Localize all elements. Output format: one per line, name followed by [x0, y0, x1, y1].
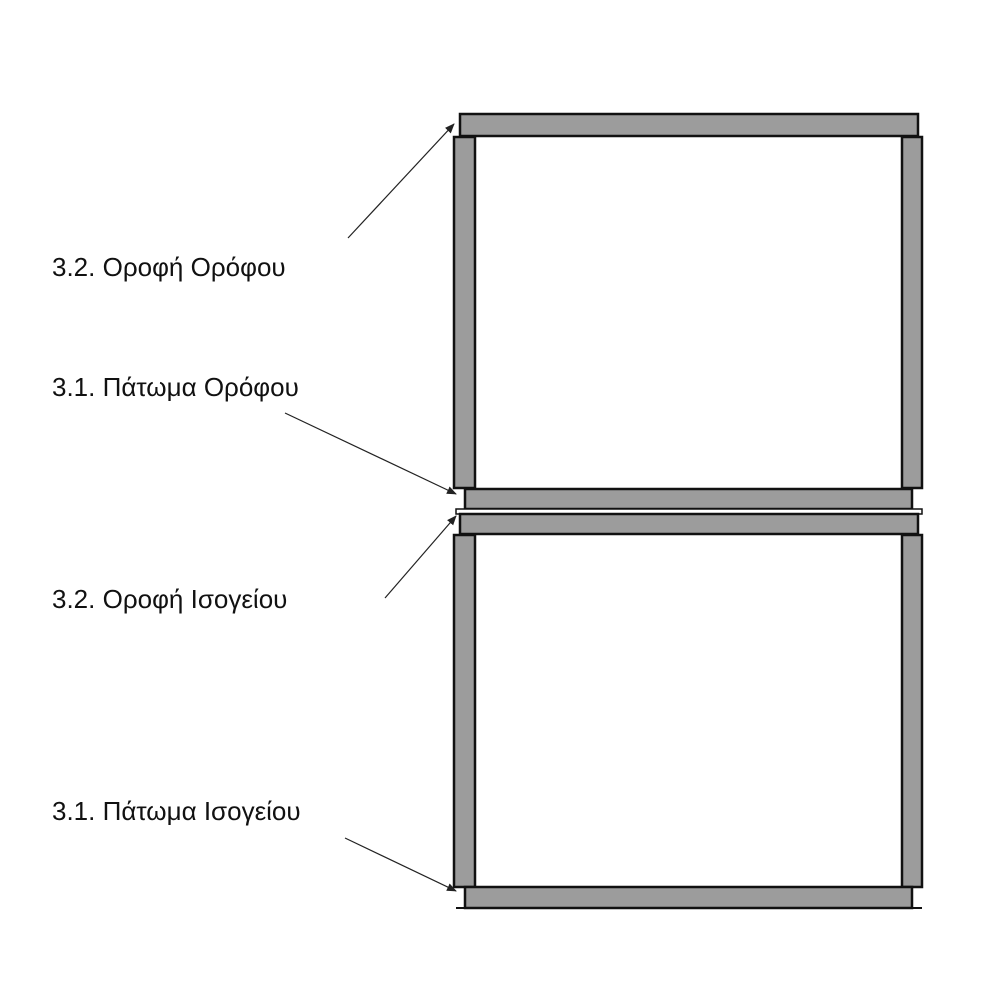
- ground-right-wall: [900, 533, 924, 889]
- ground-ceiling-slab: [458, 512, 920, 536]
- arrow-upper-floor: [284, 412, 457, 495]
- upper-left-wall: [452, 135, 477, 490]
- arrow-upper-ceiling: [347, 123, 455, 239]
- label-ground-floor: 3.1. Πάτωμα Ισογείου: [52, 796, 301, 826]
- arrow-ground-floor: [344, 837, 457, 892]
- upper-floor-slab: [463, 487, 914, 511]
- label-ground-ceiling: 3.2. Οροφή Ισογείου: [52, 584, 288, 614]
- upper-ceiling-slab: [458, 112, 920, 138]
- upper-right-wall: [900, 135, 924, 490]
- label-upper-ceiling: 3.2. Οροφή Ορόφου: [52, 252, 286, 282]
- ground-floor-slab: [463, 885, 914, 910]
- label-upper-floor: 3.1. Πάτωμα Ορόφου: [52, 372, 299, 402]
- arrow-ground-ceiling: [384, 515, 457, 599]
- ground-left-wall: [452, 533, 477, 889]
